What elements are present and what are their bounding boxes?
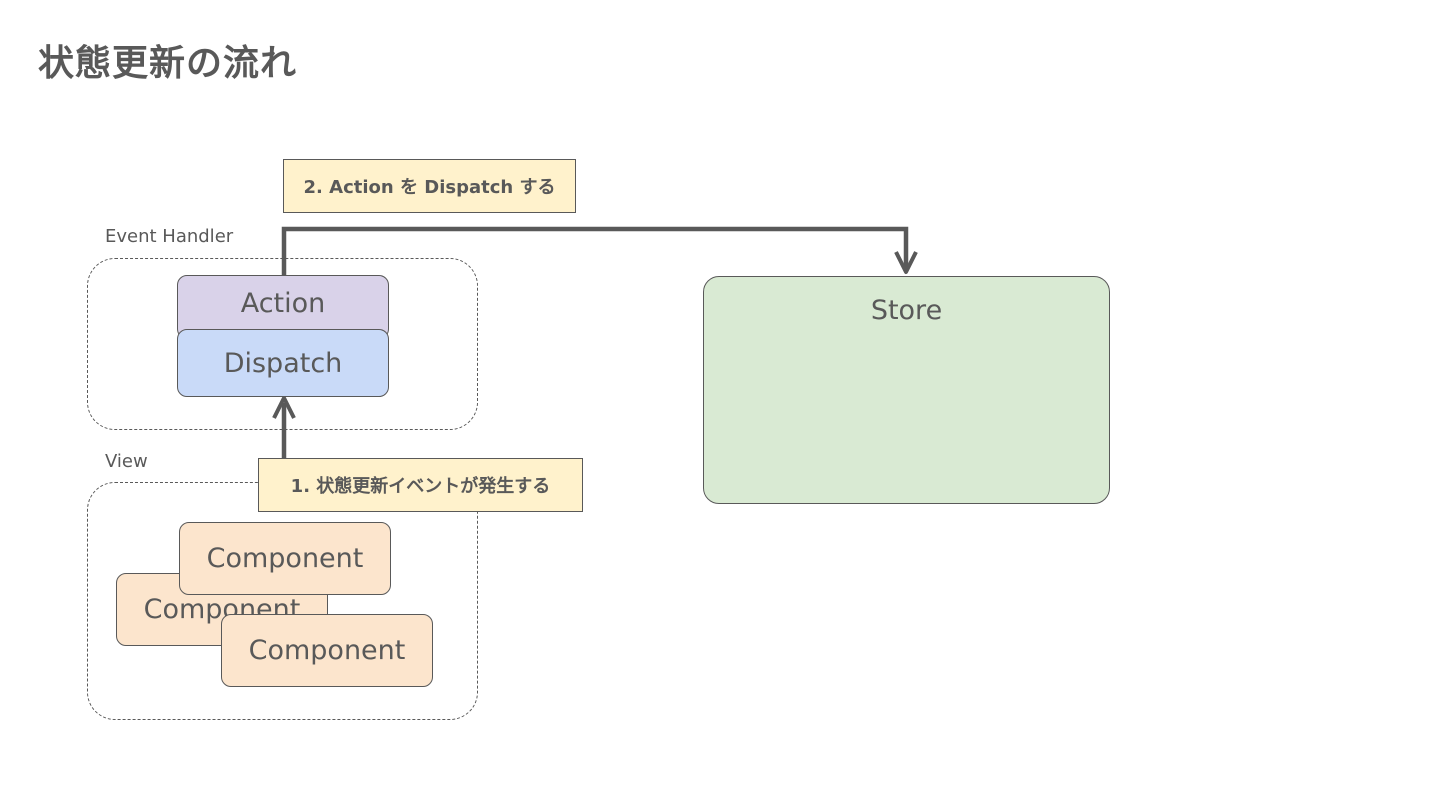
page-title: 状態更新の流れ [38, 43, 298, 84]
component-node-front: Component [221, 614, 433, 687]
store-node: Store [703, 276, 1110, 504]
event-handler-group-label: Event Handler [105, 226, 234, 247]
arrow-action-to-store [281, 226, 909, 276]
step2-note: 2. Action を Dispatch する [283, 159, 576, 213]
component-node-top: Component [179, 522, 391, 595]
arrow-view-to-dispatch-head [272, 396, 296, 419]
arrow-action-to-store-head [894, 251, 918, 274]
dispatch-node: Dispatch [177, 329, 389, 397]
view-group-label: View [105, 451, 148, 472]
action-node: Action [177, 275, 389, 339]
step1-note: 1. 状態更新イベントが発生する [258, 458, 583, 512]
